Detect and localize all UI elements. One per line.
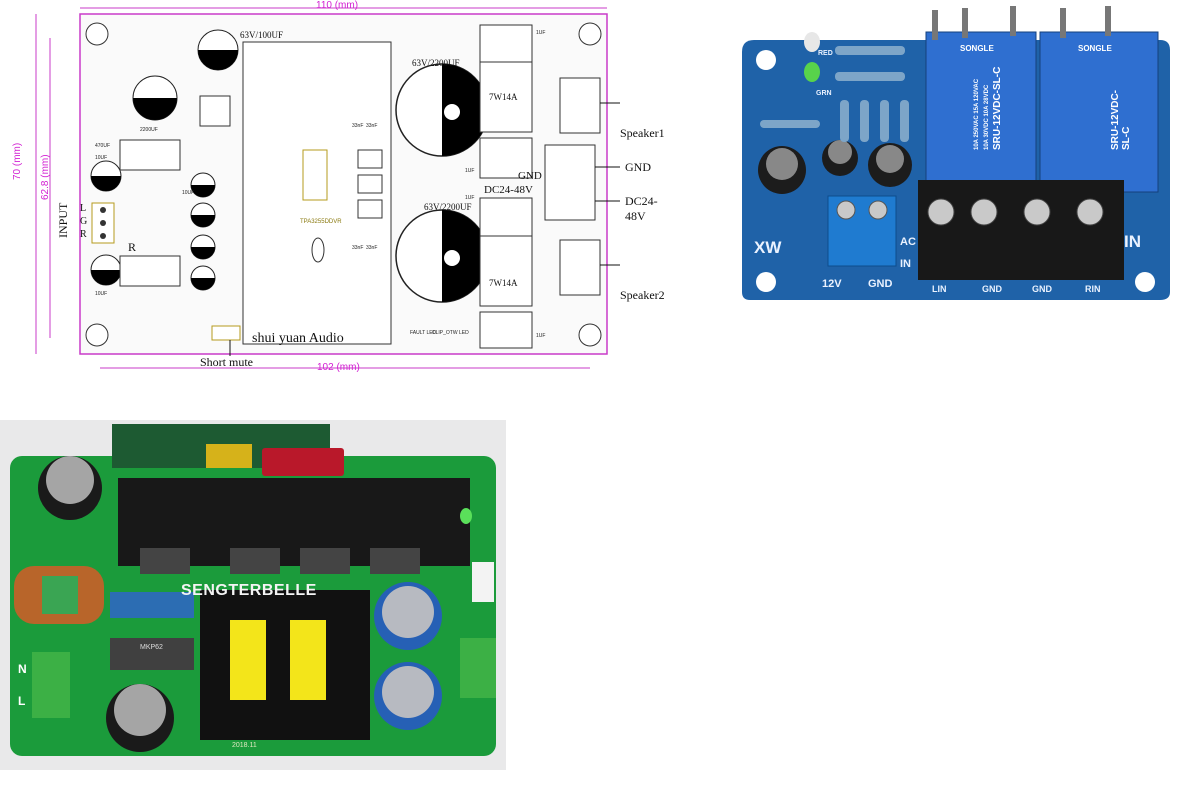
- psu-board-photo: SENGTERBELLE 2018.11 N L MKP62: [0, 420, 506, 770]
- terminal-gnd-1-label: GND: [982, 284, 1002, 294]
- speaker2-label: Speaker2: [620, 288, 665, 302]
- led-red-label: RED: [818, 50, 833, 57]
- cap-label: 33nF: [366, 123, 378, 129]
- cap-label: 1UF: [536, 333, 546, 339]
- silk-in2-label: IN: [900, 258, 911, 270]
- cap-label: 1UF: [465, 168, 475, 174]
- psu-year-label: 2018.11: [232, 742, 257, 749]
- terminal-rin-label: RIN: [1085, 284, 1101, 294]
- input-pin-r: R: [80, 229, 87, 240]
- clip-led-label: CLIP_OTW LED: [432, 330, 469, 336]
- led-green-label: GRN: [816, 90, 832, 97]
- input-pin-l: L: [80, 203, 87, 214]
- silk-xw-label: XW: [754, 238, 782, 257]
- r-label: R: [128, 240, 137, 254]
- inductor-1-label: 7W14A: [489, 92, 518, 102]
- chip-label: TPA3255DDVR: [300, 219, 342, 225]
- gnd-label: GND: [625, 160, 651, 174]
- schematic-panel: 110 (mm) 102 (mm) 70 (mm) 62.8 (mm) INPU…: [0, 0, 665, 380]
- psu-board-drawing: [0, 420, 506, 770]
- relay-board-drawing: [742, 6, 1170, 300]
- terminal-gnd-2-label: GND: [1032, 284, 1052, 294]
- terminal-12v-label: 12V: [822, 278, 842, 290]
- psu-cap-marking: MKP62: [140, 644, 163, 651]
- cap-label: 10UF: [95, 155, 108, 161]
- cap-label: 1UF: [536, 30, 546, 36]
- cap-label: 33nF: [352, 123, 364, 129]
- relay-model-label-2: SRU-12VDC-SL-C: [1110, 89, 1132, 150]
- relay-board-photo: SONGLE SONGLE SRU-12VDC-SL-C SRU-12VDC-S…: [740, 0, 1177, 305]
- silk-in-label: IN: [1124, 232, 1141, 251]
- cap-top-label: 63V/100UF: [240, 30, 284, 40]
- cap-label: 10UF: [95, 291, 108, 297]
- dim-bottom-label: 102 (mm): [317, 362, 360, 373]
- gnd-label-2: GND: [518, 170, 542, 182]
- cap-label: 10UF: [182, 190, 195, 196]
- short-mute-label: Short mute: [200, 355, 253, 369]
- speaker1-label: Speaker1: [620, 126, 665, 140]
- input-pin-g: G: [80, 216, 88, 227]
- dim-left-inner-label: 62.8 (mm): [40, 154, 51, 200]
- relay-rating-label: 10A 250VAC 15A 120VAC: [974, 78, 980, 150]
- dim-top-label: 110 (mm): [316, 0, 359, 11]
- input-label: INPUT: [56, 202, 70, 238]
- dc-label: DC24-48V: [625, 194, 658, 223]
- cap-big-2-label: 63V/2200UF: [424, 202, 472, 212]
- psu-silk-n-label: N: [18, 662, 27, 676]
- cap-label: 2200UF: [140, 127, 158, 133]
- cap-label: 470UF: [95, 143, 111, 149]
- terminal-gnd-left-label: GND: [868, 278, 893, 290]
- cap-label: 1UF: [465, 195, 475, 201]
- relay-rating-label-2: 10A 30VDC 10A 28VDC: [984, 84, 990, 150]
- silk-ac-label: AC: [900, 236, 916, 248]
- relay-model-label: SRU-12VDC-SL-C: [992, 66, 1003, 150]
- cap-label: 33nF: [352, 245, 364, 251]
- terminal-lin-label: LIN: [932, 284, 947, 294]
- dim-left-outer-label: 70 (mm): [12, 142, 23, 180]
- cap-label: 33nF: [366, 245, 378, 251]
- relay-brand-label-2: SONGLE: [1078, 44, 1112, 53]
- fault-led-label: FAULT LED: [410, 330, 437, 336]
- inductor-2-label: 7W14A: [489, 278, 518, 288]
- dc-label-2: DC24-48V: [484, 184, 533, 196]
- brand-label: shui yuan Audio: [252, 331, 344, 346]
- psu-brand-label: SENGTERBELLE: [181, 582, 317, 599]
- relay-brand-label: SONGLE: [960, 44, 994, 53]
- psu-silk-l-label: L: [18, 694, 26, 708]
- cap-big-1-label: 63V/2200UF: [412, 58, 460, 68]
- schematic-drawing: [35, 7, 620, 369]
